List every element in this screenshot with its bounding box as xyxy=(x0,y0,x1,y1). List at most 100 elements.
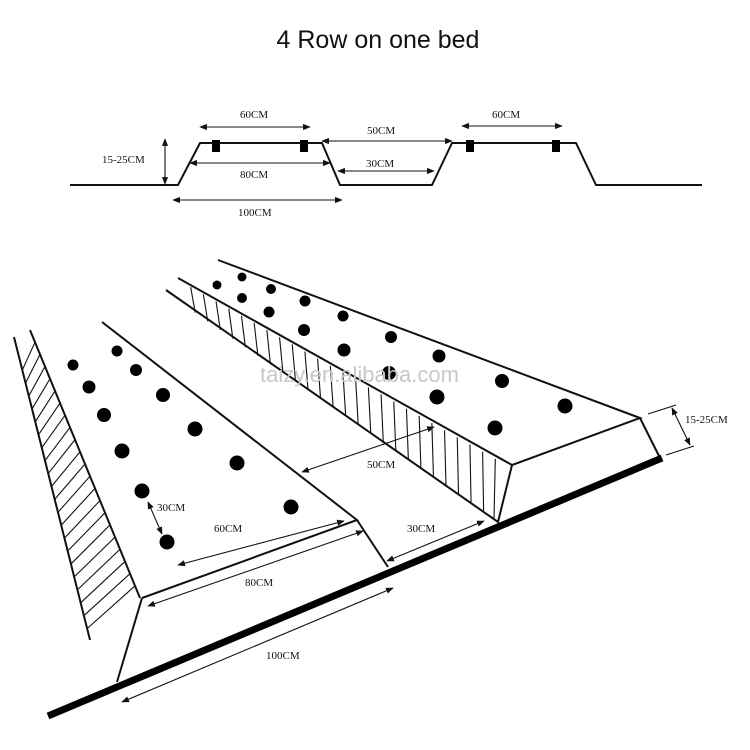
cross-section-profile xyxy=(70,142,702,186)
row-spacing-arrow xyxy=(147,501,163,535)
plant-dot xyxy=(134,483,150,499)
left-slope-edge xyxy=(13,336,91,641)
plant-dot xyxy=(114,443,130,459)
hatch-line xyxy=(228,308,234,339)
hatch-line xyxy=(64,500,101,538)
hatch-line xyxy=(342,372,347,417)
bed-base-label: 100CM xyxy=(238,207,272,219)
plant-dot xyxy=(337,343,351,357)
cross-section: 15-25CM 60CM 80CM 100CM 50CM 30CM 60CM xyxy=(70,109,702,219)
plant-dot xyxy=(487,420,503,436)
hatch-line xyxy=(31,378,51,409)
hatch-line xyxy=(74,536,116,577)
hatch-line xyxy=(202,294,209,322)
hatch-line xyxy=(304,351,309,391)
plant-marker xyxy=(466,140,474,152)
height-extension-line xyxy=(665,445,695,456)
hatch-line xyxy=(77,548,121,590)
hatch-line xyxy=(355,380,359,425)
diagram-title: 4 Row on one bed xyxy=(277,26,480,54)
plant-dot xyxy=(385,331,397,343)
hatch-line xyxy=(215,301,221,331)
hatch-line xyxy=(456,437,460,494)
hatch-line xyxy=(493,458,496,519)
hatch-line xyxy=(240,315,246,348)
hatch-line xyxy=(431,423,434,477)
hatch-line xyxy=(367,387,372,434)
hatch-line xyxy=(87,585,136,629)
plant-dot xyxy=(156,388,170,402)
left-bed-front-edge xyxy=(116,597,143,683)
plant-dot xyxy=(82,380,96,394)
hatch-line xyxy=(266,330,271,365)
top-spacing-left-label: 60CM xyxy=(240,109,268,121)
row-spacing-label: 30CM xyxy=(157,502,185,514)
top-width-label: 80CM xyxy=(245,577,273,589)
hatch-line xyxy=(67,512,106,551)
hatch-line xyxy=(35,390,56,422)
hatch-line xyxy=(329,365,334,408)
hatch-line xyxy=(25,354,41,383)
hatch-line xyxy=(253,322,259,356)
hatch-line xyxy=(291,344,297,382)
plant-dot xyxy=(187,421,203,437)
hatch-line xyxy=(41,414,66,448)
hatch-line xyxy=(22,341,36,370)
hatch-line xyxy=(405,408,409,460)
hatch-line xyxy=(58,475,91,513)
plant-dot xyxy=(382,366,396,380)
left-slope-hatch xyxy=(22,341,136,629)
height-label: 15-25CM xyxy=(102,154,145,166)
plant-dot xyxy=(429,389,445,405)
hatch-line xyxy=(482,451,485,511)
plant-dot xyxy=(237,272,247,282)
height-dimension-arrow xyxy=(671,407,691,446)
plant-dot xyxy=(432,349,446,363)
plant-dot xyxy=(299,295,311,307)
height-label: 15-25CM xyxy=(685,414,728,426)
top-width-label: 80CM xyxy=(240,169,268,181)
hatch-line xyxy=(317,358,322,399)
plant-marker xyxy=(212,140,220,152)
right-bed-slope-edge xyxy=(177,277,513,466)
hatch-line xyxy=(418,415,422,468)
plant-dot xyxy=(337,310,349,322)
hatch-line xyxy=(28,366,46,396)
hatch-line xyxy=(44,427,71,461)
right-bed-outline xyxy=(165,259,643,524)
perspective-view: 30CM 60CM 80CM 100CM 50CM 30CM 15-25CM xyxy=(13,259,728,720)
plant-dot xyxy=(97,408,111,422)
furrow-bottom-label: 30CM xyxy=(407,523,435,535)
furrow-bottom-label: 30CM xyxy=(366,158,394,170)
plant-dot xyxy=(159,534,175,550)
hatch-line xyxy=(51,451,81,487)
bed-base-arrow xyxy=(121,587,394,703)
hatch-line xyxy=(48,439,76,474)
hatch-line xyxy=(71,524,111,564)
hatch-line xyxy=(54,463,86,500)
hatch-line xyxy=(38,402,61,435)
plant-dot xyxy=(495,374,509,388)
plant-dot xyxy=(266,284,276,294)
right-slope-hatch xyxy=(190,287,496,519)
plant-dot xyxy=(237,293,247,303)
hatch-line xyxy=(393,401,397,451)
hatch-line xyxy=(278,337,284,374)
plant-dot xyxy=(298,324,310,336)
furrow-top-arrow xyxy=(301,426,435,473)
furrow-top-label: 50CM xyxy=(367,125,395,137)
hatch-line xyxy=(190,287,196,313)
left-bed-side-edge xyxy=(356,519,389,568)
plant-dot xyxy=(212,280,222,290)
plant-marker xyxy=(300,140,308,152)
right-bed-side-edge xyxy=(639,417,661,459)
hatch-line xyxy=(469,444,472,503)
furrow-top-label: 50CM xyxy=(367,459,395,471)
hatch-line xyxy=(81,561,126,603)
plant-spacing-arrow xyxy=(177,519,345,567)
plant-dot xyxy=(229,455,245,471)
height-extension-line xyxy=(647,404,677,415)
right-bed-plants xyxy=(212,272,573,436)
hatch-line xyxy=(84,573,131,616)
plant-dot xyxy=(557,398,573,414)
